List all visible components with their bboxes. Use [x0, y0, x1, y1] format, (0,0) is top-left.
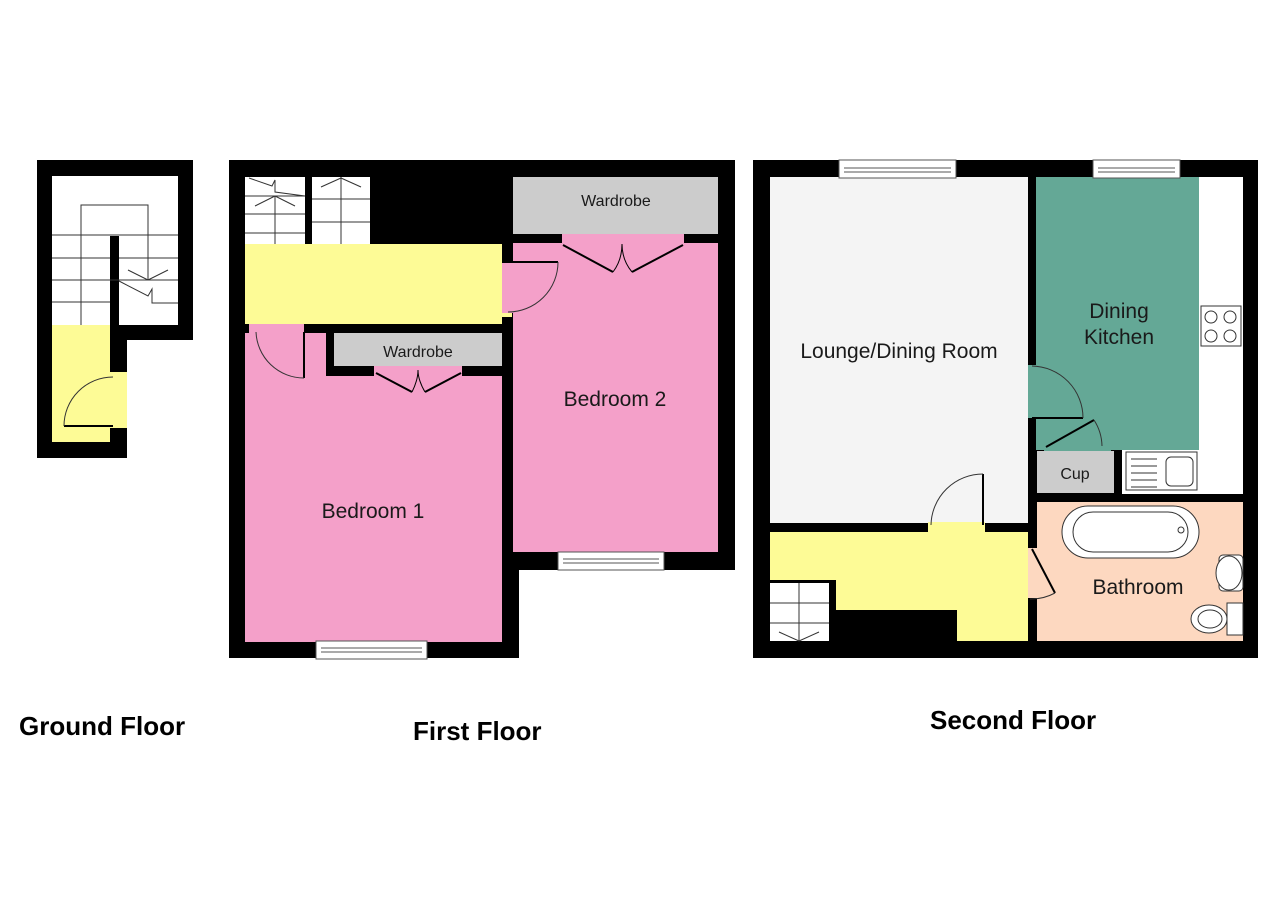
door-icon: [1045, 419, 1103, 448]
second-floor-plan: Lounge/Dining Room Dining Kitchen Cup Ba…: [753, 159, 1258, 658]
window-icon: [315, 640, 428, 660]
bath-icon: [1061, 505, 1200, 559]
toilet-icon: [1190, 602, 1244, 636]
cupboard: [1037, 451, 1114, 493]
first-floor-plan: Wardrobe Wardrobe Bedroom 2 Bedroom 1: [229, 160, 735, 660]
lounge-dining-room-label: Lounge/Dining Room: [800, 340, 997, 363]
door-icon: [1031, 365, 1084, 419]
stairs-icon: [770, 583, 829, 642]
sink-icon: [1125, 451, 1198, 491]
dining-kitchen: [1036, 177, 1199, 450]
wardrobe-bedroom-2: [513, 177, 718, 234]
door-icon: [507, 261, 559, 313]
bedroom-1-label: Bedroom 1: [322, 500, 425, 523]
first-floor-landing: [245, 244, 502, 324]
wardrobe-label: Wardrobe: [383, 344, 453, 361]
door-icon: [1029, 548, 1056, 600]
wardrobe-doors-icon: [375, 243, 684, 393]
window-icon: [838, 159, 957, 179]
cupboard-label: Cup: [1060, 466, 1089, 483]
second-floor-title: Second Floor: [930, 705, 1097, 735]
second-floor-landing: [770, 532, 1028, 580]
wardrobe-bedroom-1: [334, 333, 502, 366]
hob-icon: [1200, 305, 1242, 347]
bedroom-2-label: Bedroom 2: [564, 388, 667, 411]
window-icon: [1092, 159, 1181, 179]
dining-kitchen-label-line1: Dining: [1089, 300, 1149, 323]
stairs-icon: [52, 204, 178, 325]
bedroom-1: [245, 376, 502, 642]
first-floor-title: First Floor: [413, 716, 542, 746]
bathroom-label: Bathroom: [1092, 576, 1183, 599]
bedroom-2: [513, 243, 718, 552]
basin-icon: [1215, 554, 1244, 592]
wardrobe-label: Wardrobe: [581, 193, 651, 210]
lounge-dining-room: [770, 177, 1028, 523]
ground-floor-title: Ground Floor: [19, 711, 186, 741]
front-door-icon: [63, 376, 114, 427]
ground-entrance-hall: [52, 325, 110, 442]
window-icon: [557, 551, 665, 571]
ground-floor-plan: [37, 160, 193, 458]
stairs-icon: [245, 177, 370, 251]
dining-kitchen-label-line2: Kitchen: [1084, 326, 1154, 349]
door-icon: [255, 331, 305, 379]
door-icon: [930, 473, 984, 526]
